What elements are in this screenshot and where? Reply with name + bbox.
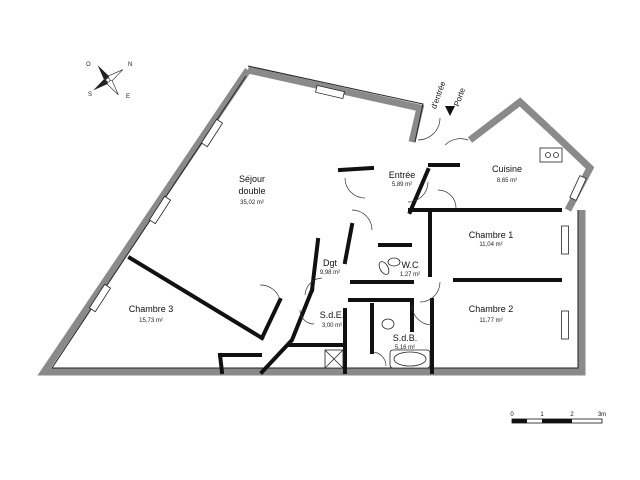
room-area-wc: 1,27 m² (400, 272, 420, 278)
room-name-chambre2: Chambre 2 (469, 304, 514, 314)
compass-rose-icon (93, 65, 123, 95)
exterior-walls (37, 66, 595, 376)
scale-label-3: 3m (598, 412, 606, 418)
room-name-chambre1: Chambre 1 (469, 230, 514, 240)
room-area-chambre1: 11,04 m² (479, 242, 502, 248)
kitchen-sink (539, 147, 563, 163)
compass-west: O (86, 62, 91, 68)
room-name-sejour-2: double (238, 186, 265, 196)
exterior-wall-outline (51, 65, 579, 369)
room-area-chambre2: 11,77 m² (479, 318, 502, 324)
room-name-sejour-1: Séjour (239, 174, 265, 184)
scale-label-2: 2 (570, 412, 574, 418)
room-area-sejour: 35,02 m² (240, 200, 264, 206)
room-area-chambre3: 15,73 m² (139, 318, 163, 324)
entry-arrow-icon (445, 106, 455, 116)
room-name-chambre3: Chambre 3 (129, 304, 174, 314)
windows (88, 84, 587, 340)
scale-label-1: 1 (540, 412, 544, 418)
toilet (387, 257, 401, 267)
washbasin (381, 318, 395, 330)
room-area-entree: 5,89 m² (392, 182, 412, 188)
compass-east: E (126, 94, 130, 100)
scale-bar: 0 1 2 3m (510, 412, 606, 424)
fixtures (324, 147, 563, 369)
room-name-sdb: S.d.B. (393, 333, 418, 343)
entry-door-label-2: d'entrée (429, 80, 447, 111)
room-name-entree: Entrée (389, 170, 416, 180)
interior-walls (127, 163, 562, 375)
room-name-wc: W.C (402, 260, 419, 270)
door-swings (259, 117, 469, 367)
room-labels: Séjour double 35,02 m² Entrée 5,89 m² Cu… (129, 164, 522, 351)
entry-door-label-1: Porte (452, 86, 467, 108)
room-area-dgt: 9,98 m² (320, 270, 340, 276)
room-name-sde: S.d.E. (320, 310, 345, 320)
room-area-sde: 3,00 m² (322, 323, 342, 329)
room-name-dgt: Dgt (323, 258, 338, 268)
scale-label-0: 0 (510, 412, 514, 418)
compass-north: N (128, 62, 132, 68)
room-name-cuisine: Cuisine (492, 164, 522, 174)
room-area-sdb: 5,16 m² (395, 345, 415, 351)
compass-south: S (88, 92, 92, 98)
room-area-cuisine: 8,65 m² (497, 178, 517, 184)
